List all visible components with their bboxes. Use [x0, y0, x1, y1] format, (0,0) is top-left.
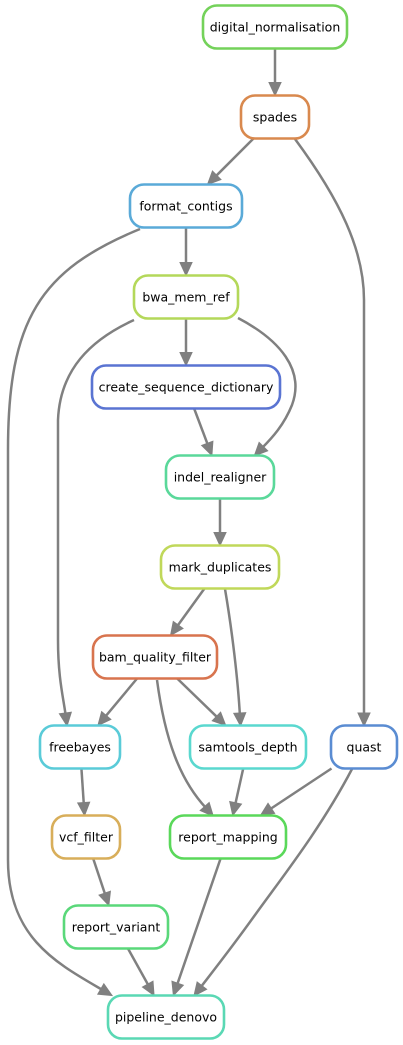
node-label-freebayes: freebayes: [49, 740, 111, 755]
node-freebayes[interactable]: freebayes: [38, 724, 122, 770]
edge-report-mapping-to-pipeline-denovo: [175, 858, 222, 987]
node-label-samtools-depth: samtools_depth: [198, 740, 297, 755]
node-label-create-sequence-dictionary: create_sequence_dictionary: [99, 380, 274, 395]
edge-mark-duplicates-to-bam-quality-filter: [175, 587, 206, 629]
edge-vcf-filter-to-report-variant: [91, 858, 107, 897]
edge-quast-to-pipeline-denovo-arrowhead: [193, 981, 208, 997]
node-report-mapping[interactable]: report_mapping: [168, 814, 288, 860]
node-label-spades: spades: [253, 110, 297, 125]
edge-quast-to-pipeline-denovo: [196, 768, 354, 993]
node-spades[interactable]: spades: [239, 94, 311, 140]
edge-bam-quality-filter-to-samtools-depth: [176, 677, 220, 720]
node-label-report-variant: report_variant: [72, 920, 161, 935]
node-label-bwa-mem-ref: bwa_mem_ref: [142, 290, 230, 305]
edge-spades-to-quast-arrowhead: [357, 712, 371, 728]
node-box-bam-quality-filter: [91, 634, 219, 680]
node-box-report-variant: [62, 904, 170, 950]
node-vcf-filter[interactable]: vcf_filter: [50, 814, 122, 860]
edge-bwa-mem-ref-to-indel-realigner: [237, 316, 297, 449]
node-label-report-mapping: report_mapping: [178, 830, 277, 845]
edge-spades-to-format-contigs: [213, 137, 255, 179]
edge-quast-to-report-mapping: [268, 767, 333, 812]
edge-format-contigs-to-bwa-mem-ref-arrowhead: [179, 262, 193, 277]
node-box-pipeline-denovo: [106, 994, 226, 1040]
edge-create-sequence-dictionary-to-indel-realigner: [192, 408, 210, 447]
node-label-digital-normalisation: digital_normalisation: [210, 20, 341, 35]
edge-bam-quality-filter-to-freebayes-arrowhead: [97, 710, 112, 727]
edge-spades-to-quast: [293, 138, 366, 715]
edge-spades-to-format-contigs-arrowhead: [206, 170, 222, 186]
edge-bwa-mem-ref-to-create-sequence-dictionary-arrowhead: [179, 352, 193, 367]
node-mark-duplicates[interactable]: mark_duplicates: [159, 544, 281, 590]
edge-samtools-depth-to-report-mapping-arrowhead: [229, 800, 243, 817]
node-label-mark-duplicates: mark_duplicates: [169, 560, 272, 575]
edge-mark-duplicates-to-bam-quality-filter-arrowhead: [169, 620, 184, 637]
node-format-contigs[interactable]: format_contigs: [128, 183, 244, 229]
node-label-quast: quast: [347, 740, 382, 755]
node-box-quast: [329, 724, 399, 770]
node-box-format-contigs: [128, 183, 244, 229]
node-pipeline-denovo[interactable]: pipeline_denovo: [106, 994, 226, 1040]
edges-layer: [6, 48, 371, 997]
node-box-digital-normalisation: [201, 4, 349, 50]
node-label-format-contigs: format_contigs: [139, 199, 232, 214]
node-box-mark-duplicates: [159, 544, 281, 590]
node-box-spades: [239, 94, 311, 140]
node-box-samtools-depth: [188, 724, 308, 770]
edge-report-mapping-to-pipeline-denovo-arrowhead: [171, 980, 185, 997]
node-label-bam-quality-filter: bam_quality_filter: [99, 650, 212, 665]
edge-mark-duplicates-to-samtools-depth-arrowhead: [232, 712, 247, 728]
edge-bwa-mem-ref-to-freebayes: [56, 318, 135, 719]
node-bwa-mem-ref[interactable]: bwa_mem_ref: [132, 274, 240, 320]
edge-report-variant-to-pipeline-denovo-arrowhead: [141, 980, 155, 997]
node-label-pipeline-denovo: pipeline_denovo: [115, 1010, 217, 1025]
node-create-sequence-dictionary[interactable]: create_sequence_dictionary: [90, 364, 282, 410]
node-samtools-depth[interactable]: samtools_depth: [188, 724, 308, 770]
edge-vcf-filter-to-report-variant-arrowhead: [98, 890, 111, 907]
edge-bwa-mem-ref-to-freebayes-arrowhead: [58, 711, 73, 728]
node-digital-normalisation[interactable]: digital_normalisation: [201, 4, 349, 50]
node-box-report-mapping: [168, 814, 288, 860]
edge-format-contigs-to-pipeline-denovo: [6, 227, 141, 994]
edge-freebayes-to-vcf-filter: [80, 768, 86, 806]
edge-bam-quality-filter-to-freebayes: [103, 677, 139, 719]
node-box-bwa-mem-ref: [132, 274, 240, 320]
node-quast[interactable]: quast: [329, 724, 399, 770]
node-label-indel-realigner: indel_realigner: [174, 470, 267, 485]
node-report-variant[interactable]: report_variant: [62, 904, 170, 950]
node-box-vcf-filter: [50, 814, 122, 860]
edge-format-contigs-to-pipeline-denovo-arrowhead: [96, 982, 114, 997]
edge-digital-normalisation-to-spades-arrowhead: [268, 82, 282, 97]
edge-bam-quality-filter-to-samtools-depth-arrowhead: [211, 711, 227, 727]
node-label-vcf-filter: vcf_filter: [59, 830, 114, 845]
edge-bam-quality-filter-to-report-mapping-arrowhead: [199, 801, 215, 818]
edge-mark-duplicates-to-samtools-depth: [223, 588, 242, 718]
edge-bwa-mem-ref-to-indel-realigner-arrowhead: [253, 441, 269, 457]
edge-create-sequence-dictionary-to-indel-realigner-arrowhead: [200, 440, 214, 457]
edge-indel-realigner-to-mark-duplicates-arrowhead: [213, 532, 227, 547]
node-box-freebayes: [38, 724, 122, 770]
edge-quast-to-report-mapping-arrowhead: [259, 802, 276, 817]
edge-freebayes-to-vcf-filter-arrowhead: [76, 801, 91, 817]
node-box-create-sequence-dictionary: [90, 364, 282, 410]
edge-bam-quality-filter-to-report-mapping: [155, 679, 207, 809]
node-indel-realigner[interactable]: indel_realigner: [164, 454, 276, 500]
node-box-indel-realigner: [164, 454, 276, 500]
edge-report-variant-to-pipeline-denovo: [126, 947, 151, 988]
edge-samtools-depth-to-report-mapping: [233, 768, 245, 807]
node-bam-quality-filter[interactable]: bam_quality_filter: [91, 634, 219, 680]
